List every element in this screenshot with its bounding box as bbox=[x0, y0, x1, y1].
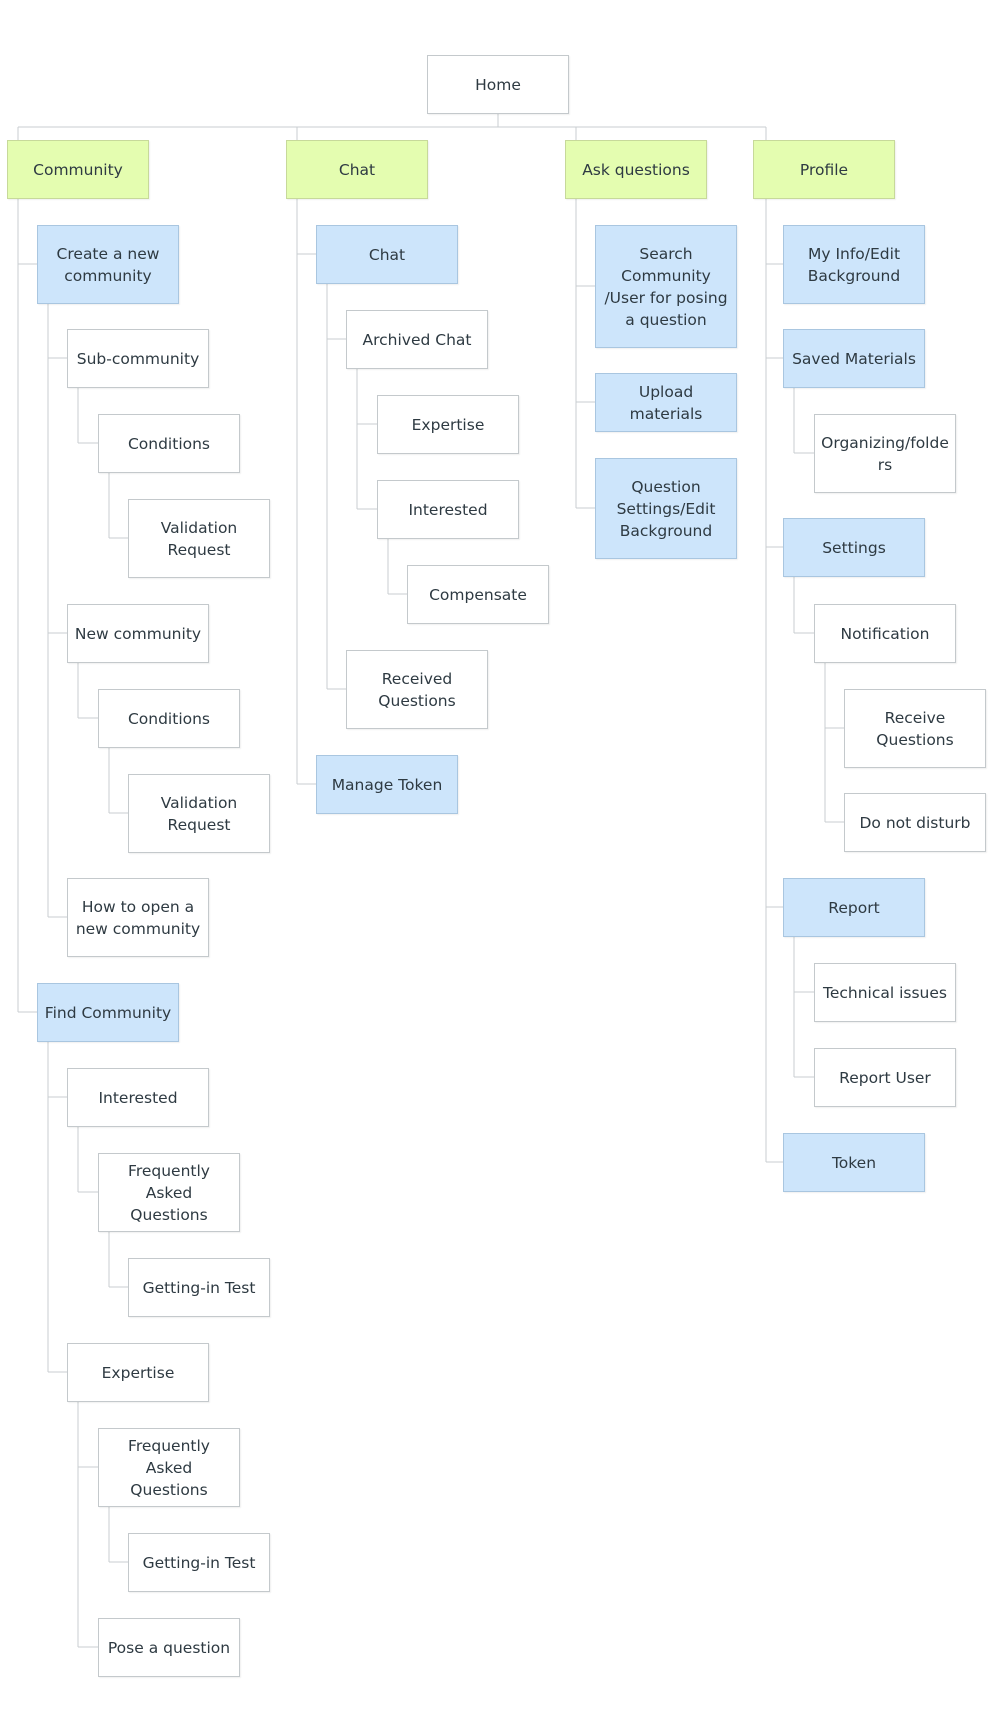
node-archived-chat[interactable]: Archived Chat bbox=[346, 310, 488, 369]
node-technical-issues[interactable]: Technical issues bbox=[814, 963, 956, 1022]
node-home[interactable]: Home bbox=[427, 55, 569, 114]
node-report-user[interactable]: Report User bbox=[814, 1048, 956, 1107]
node-ask-questions[interactable]: Ask questions bbox=[565, 140, 707, 199]
node-token[interactable]: Token bbox=[783, 1133, 925, 1192]
node-find-expertise[interactable]: Expertise bbox=[67, 1343, 209, 1402]
node-upload-materials[interactable]: Upload materials bbox=[595, 373, 737, 432]
node-do-not-disturb[interactable]: Do not disturb bbox=[844, 793, 986, 852]
node-interested-faq[interactable]: Frequently Asked Questions bbox=[98, 1153, 240, 1232]
node-new-community-conditions[interactable]: Conditions bbox=[98, 689, 240, 748]
node-report[interactable]: Report bbox=[783, 878, 925, 937]
node-my-info[interactable]: My Info/Edit Background bbox=[783, 225, 925, 304]
node-interested-getting-in-test[interactable]: Getting-in Test bbox=[128, 1258, 270, 1317]
node-question-settings[interactable]: Question Settings/Edit Background bbox=[595, 458, 737, 559]
node-chat-expertise[interactable]: Expertise bbox=[377, 395, 519, 454]
node-saved-materials[interactable]: Saved Materials bbox=[783, 329, 925, 388]
node-chat-page[interactable]: Chat bbox=[316, 225, 458, 284]
node-receive-questions[interactable]: Receive Questions bbox=[844, 689, 986, 768]
node-sub-community[interactable]: Sub-community bbox=[67, 329, 209, 388]
node-how-to-open-new-community[interactable]: How to open a new community bbox=[67, 878, 209, 957]
node-notification[interactable]: Notification bbox=[814, 604, 956, 663]
node-sub-community-validation-request[interactable]: Validation Request bbox=[128, 499, 270, 578]
node-profile[interactable]: Profile bbox=[753, 140, 895, 199]
node-manage-token[interactable]: Manage Token bbox=[316, 755, 458, 814]
node-find-community[interactable]: Find Community bbox=[37, 983, 179, 1042]
node-find-interested[interactable]: Interested bbox=[67, 1068, 209, 1127]
node-expertise-faq[interactable]: Frequently Asked Questions bbox=[98, 1428, 240, 1507]
node-organizing-folders[interactable]: Organizing/folders bbox=[814, 414, 956, 493]
node-pose-a-question[interactable]: Pose a question bbox=[98, 1618, 240, 1677]
node-new-community[interactable]: New community bbox=[67, 604, 209, 663]
node-received-questions[interactable]: Received Questions bbox=[346, 650, 488, 729]
node-settings[interactable]: Settings bbox=[783, 518, 925, 577]
node-compensate[interactable]: Compensate bbox=[407, 565, 549, 624]
node-create-new-community[interactable]: Create a new community bbox=[37, 225, 179, 304]
node-sub-community-conditions[interactable]: Conditions bbox=[98, 414, 240, 473]
node-chat-interested[interactable]: Interested bbox=[377, 480, 519, 539]
node-chat[interactable]: Chat bbox=[286, 140, 428, 199]
node-search-community-user[interactable]: Search Community /User for posing a ques… bbox=[595, 225, 737, 348]
node-new-community-validation-request[interactable]: Validation Request bbox=[128, 774, 270, 853]
node-expertise-getting-in-test[interactable]: Getting-in Test bbox=[128, 1533, 270, 1592]
node-community[interactable]: Community bbox=[7, 140, 149, 199]
